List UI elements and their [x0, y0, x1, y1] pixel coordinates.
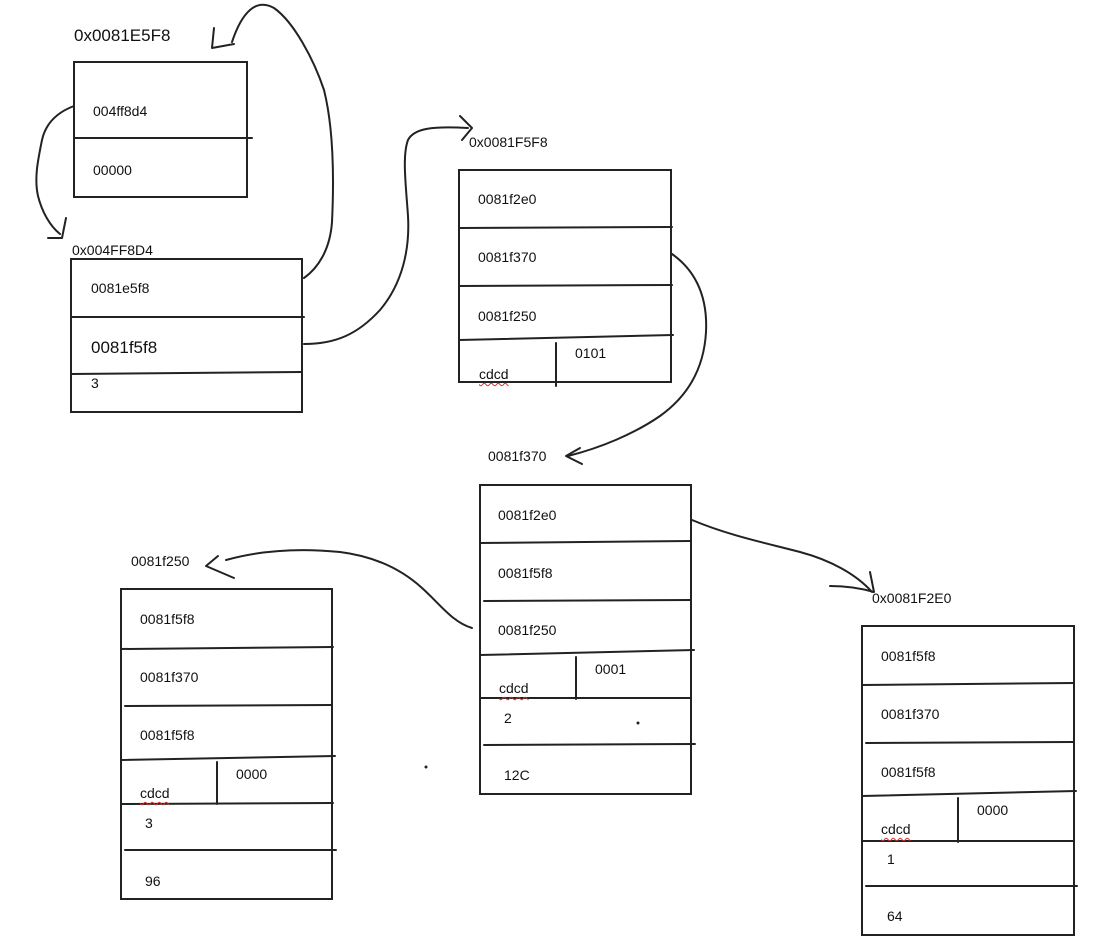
arrowhead-n2-to-n1 [211, 27, 235, 49]
arrowhead-n4-to-n6 [829, 571, 875, 593]
n5-divider-3 [120, 755, 336, 761]
n3-divider-2 [458, 284, 673, 287]
n4-address-label: 0081f370 [488, 448, 547, 464]
n4-split-right: 0001 [595, 661, 627, 677]
n5-box [120, 588, 333, 900]
n6-address-label: 0x0081F2E0 [872, 590, 952, 606]
n5-split-left: cdcd [140, 785, 170, 801]
n6-box [861, 625, 1075, 936]
n1-field-0: 004ff8d4 [93, 103, 148, 119]
n5-field-1: 0081f370 [140, 669, 199, 685]
arrowhead-n4-to-n5 [205, 555, 235, 579]
n6-extra-1: 64 [887, 908, 903, 924]
n5-address-label: 0081f250 [131, 553, 190, 569]
n6-extra-0: 1 [887, 851, 895, 867]
n2-field-1: 0081f5f8 [91, 338, 158, 357]
n2-field-0: 0081e5f8 [91, 280, 150, 296]
n3-field-2: 0081f250 [478, 308, 537, 324]
n5-divider-2 [124, 704, 333, 707]
n6-divider-2 [865, 741, 1074, 744]
stray-dot-2 [424, 765, 428, 769]
n4-divider-1 [479, 540, 692, 544]
n3-divider-3 [458, 334, 674, 341]
n2-address-label: 0x004FF8D4 [72, 242, 153, 258]
n4-split-left: cdcd [499, 680, 529, 696]
arrow-n2-to-n1 [231, 3, 335, 279]
n4-divider-3 [479, 649, 695, 656]
arrowhead-n1-to-n2 [47, 217, 67, 239]
n4-divider-5 [483, 743, 696, 746]
arrow-n3-to-n4 [567, 253, 708, 457]
n5-divider-4 [120, 802, 334, 805]
n4-field-1: 0081f5f8 [498, 565, 553, 581]
arrow-n4-to-n5 [225, 549, 473, 629]
n6-field-2: 0081f5f8 [881, 764, 936, 780]
n1-address-label: 0x0081E5F8 [74, 26, 171, 45]
n6-split-left: cdcd [881, 821, 911, 837]
n3-field-0: 0081f2e0 [478, 191, 537, 207]
n1-field-1: 00000 [93, 162, 132, 178]
n3-address-label: 0x0081F5F8 [469, 134, 548, 150]
arrow-n4-to-n6 [691, 519, 873, 593]
n3-box [458, 169, 672, 383]
arrowhead-n2-to-n3 [459, 115, 473, 141]
n5-extra-0: 3 [145, 815, 153, 831]
n6-field-0: 0081f5f8 [881, 648, 936, 664]
n5-divider-1 [120, 646, 334, 650]
n2-field-2: 3 [91, 375, 99, 391]
n4-divider-2 [483, 599, 692, 602]
n3-split-right: 0101 [575, 345, 607, 361]
n1-box [73, 61, 248, 198]
stray-dot-1 [636, 721, 640, 725]
n3-split-left: cdcd [479, 366, 509, 382]
n3-field-1: 0081f370 [478, 249, 537, 265]
n3-divider-1 [458, 226, 673, 229]
arrowhead-n3-to-n4 [565, 447, 583, 465]
n4-field-0: 0081f2e0 [498, 507, 557, 523]
n5-field-2: 0081f5f8 [140, 727, 195, 743]
n5-split-right: 0000 [236, 766, 268, 782]
n6-split-right: 0000 [977, 802, 1009, 818]
n2-box [70, 258, 303, 413]
n5-field-0: 0081f5f8 [140, 611, 195, 627]
arrow-n1-to-n2 [35, 105, 75, 235]
n6-field-1: 0081f370 [881, 706, 940, 722]
n4-extra-1: 12C [504, 767, 530, 783]
n5-extra-1: 96 [145, 873, 161, 889]
n6-divider-3 [861, 790, 1077, 797]
n4-field-2: 0081f250 [498, 622, 557, 638]
n4-box [479, 484, 692, 795]
arrow-n2-to-n3 [303, 126, 469, 345]
n6-divider-1 [861, 682, 1075, 686]
n4-extra-0: 2 [504, 710, 512, 726]
n2-divider-2 [70, 371, 303, 375]
